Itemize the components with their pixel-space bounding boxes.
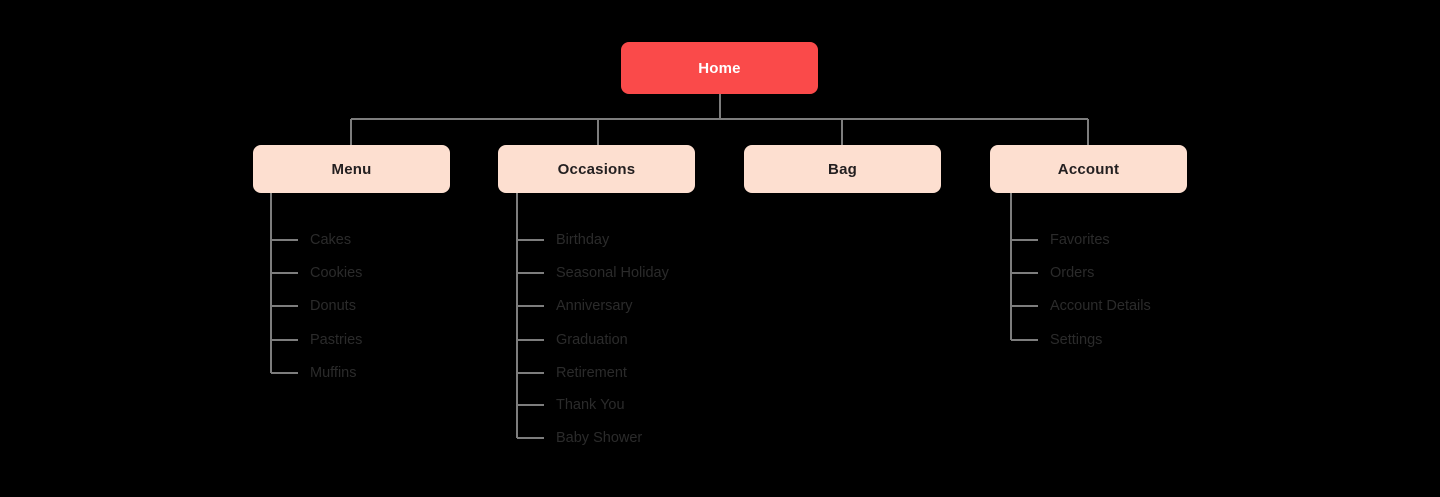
leaf-menu-donuts[interactable]: Donuts xyxy=(310,297,356,314)
node-occasions-label: Occasions xyxy=(557,160,636,178)
leaf-occasions-graduation[interactable]: Graduation xyxy=(556,331,628,348)
leaf-menu-pastries[interactable]: Pastries xyxy=(310,331,363,348)
leaf-menu-cakes[interactable]: Cakes xyxy=(310,231,352,248)
leaf-occasions-thank-you[interactable]: Thank You xyxy=(556,396,625,413)
node-menu[interactable]: Menu xyxy=(253,145,450,193)
leaf-occasions-seasonal-holiday[interactable]: Seasonal Holiday xyxy=(556,264,669,281)
leaf-menu-cookies[interactable]: Cookies xyxy=(310,264,363,281)
leaf-account-favorites[interactable]: Favorites xyxy=(1050,231,1110,248)
node-account[interactable]: Account xyxy=(990,145,1187,193)
leaf-account-settings[interactable]: Settings xyxy=(1050,331,1103,348)
leaf-occasions-birthday[interactable]: Birthday xyxy=(556,231,610,248)
node-bag-label: Bag xyxy=(828,160,857,178)
node-bag[interactable]: Bag xyxy=(744,145,941,193)
leaf-account-orders[interactable]: Orders xyxy=(1050,264,1095,281)
leaf-occasions-anniversary[interactable]: Anniversary xyxy=(556,297,633,314)
leaf-occasions-retirement[interactable]: Retirement xyxy=(556,364,627,381)
leaf-menu-muffins[interactable]: Muffins xyxy=(310,364,357,381)
leaf-account-details[interactable]: Account Details xyxy=(1050,297,1151,314)
node-home-label: Home xyxy=(698,59,741,77)
node-occasions[interactable]: Occasions xyxy=(498,145,695,193)
node-menu-label: Menu xyxy=(331,160,372,178)
leaf-occasions-baby-shower[interactable]: Baby Shower xyxy=(556,429,643,446)
node-account-label: Account xyxy=(1057,160,1120,178)
node-home[interactable]: Home xyxy=(621,42,818,94)
